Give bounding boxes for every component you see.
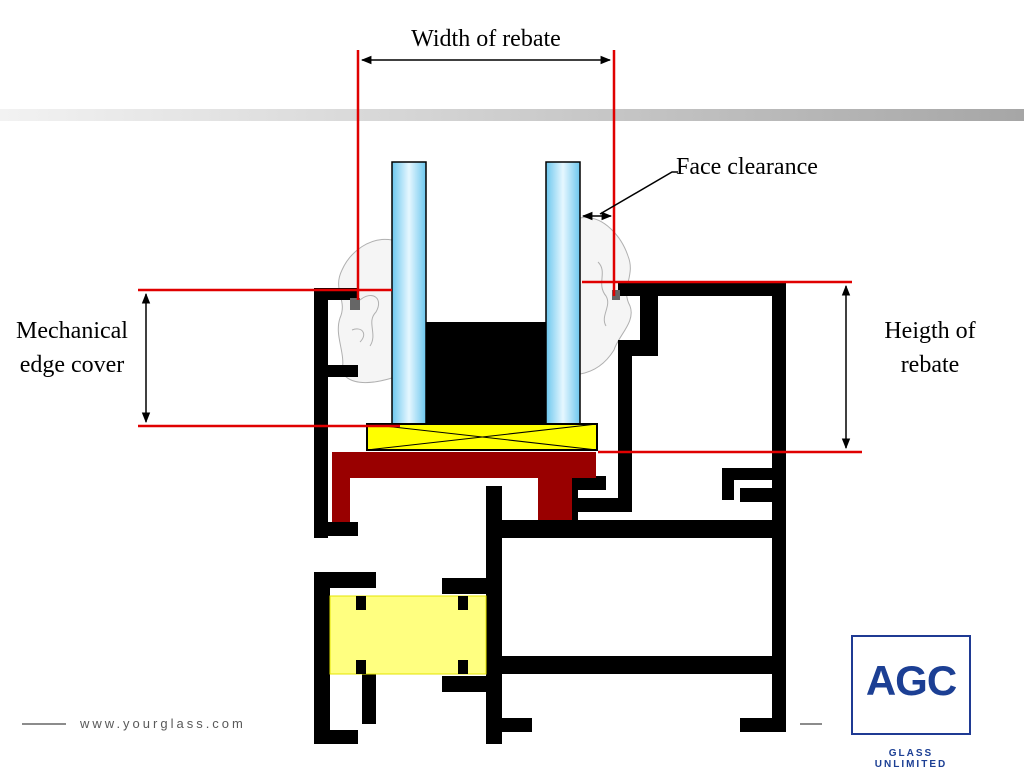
label-mechanical-edge-cover: Mechanical edge cover [0, 314, 144, 382]
footer-url: www.yourglass.com [80, 716, 246, 731]
label-height-of-rebate: Heigth of rebate [866, 314, 994, 382]
glass-pane-right [545, 161, 581, 425]
glazing-bead [332, 452, 596, 522]
logo-text: AGC [865, 657, 957, 704]
setting-block [366, 423, 598, 451]
spacer-bar [426, 322, 546, 424]
label-width-of-rebate: Width of rebate [411, 26, 561, 52]
gasket-left [350, 298, 360, 310]
label-height-line1: Heigth of [884, 318, 976, 344]
sealant-left [337, 238, 393, 383]
label-mechanical-line2: edge cover [19, 352, 125, 378]
logo-tagline: GLASS UNLIMITED [874, 748, 948, 770]
frame-profile [314, 282, 786, 744]
footer-divider-right [800, 723, 822, 725]
dimension-arrows [141, 55, 851, 450]
label-face-clearance: Face clearance [676, 154, 818, 180]
footer-divider-left [22, 723, 66, 725]
agc-logo: AGC [851, 635, 971, 735]
label-height-line2: rebate [900, 352, 960, 378]
sealant-right [579, 217, 632, 375]
thermal-break-clips [356, 596, 468, 674]
header-gradient-bar [0, 109, 1024, 121]
dimension-lines [138, 50, 862, 454]
label-mechanical-line1: Mechanical [16, 318, 128, 344]
gasket-right [612, 290, 620, 300]
glass-pane-left [391, 161, 427, 425]
